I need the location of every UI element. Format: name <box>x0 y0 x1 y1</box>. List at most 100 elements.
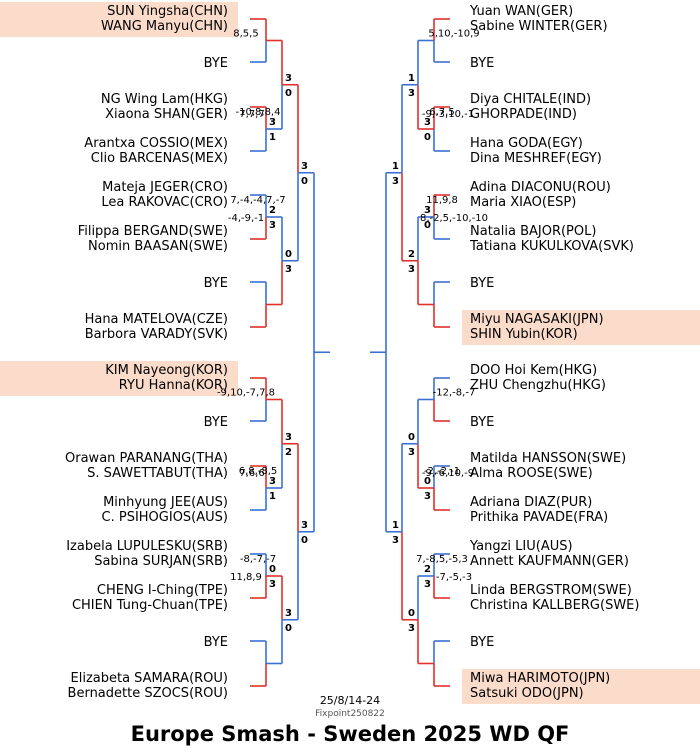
player-name: Annett KAUFMANN(GER) <box>470 554 629 569</box>
player-name: SHIN Yubin(KOR) <box>470 327 578 342</box>
r2-scores: 8,-2,5,-10,-10 <box>420 213 488 224</box>
r2-match-games: 0 <box>408 608 415 619</box>
r2-scores: -4,-9,-1 <box>228 213 264 224</box>
r1-scores: 6,8,-8,5 <box>239 466 278 477</box>
r2-match-games: 1 <box>408 73 415 84</box>
player-name: RYU Hanna(KOR) <box>119 378 228 393</box>
bracket-lines <box>250 18 450 687</box>
player-name: Adina DIACONU(ROU) <box>470 180 611 195</box>
bye-label: BYE <box>470 635 494 650</box>
r2-scores: -7,-5,-3 <box>436 572 472 583</box>
r1-match-games: 3 <box>424 579 431 590</box>
r2-scores: -9,10,-7,7,8 <box>217 388 275 399</box>
r1-match-games: 3 <box>269 220 276 231</box>
r1-match-games: 0 <box>424 132 431 143</box>
seed-highlight <box>462 310 700 345</box>
r1-scores: 7,-8,5,-5,3 <box>416 554 468 565</box>
player-name: Linda BERGSTROM(SWE) <box>470 583 632 598</box>
r1-match-games: 0 <box>424 220 431 231</box>
r2-match-games: 0 <box>285 623 292 634</box>
r1-match-games: 3 <box>424 117 431 128</box>
r2-match-games: 3 <box>408 88 415 99</box>
r2-scores: 11,8,9 <box>230 572 262 583</box>
player-name: Miyu NAGASAKI(JPN) <box>470 312 604 327</box>
bye-label: BYE <box>470 415 494 430</box>
player-name: Bernadette SZOCS(ROU) <box>68 686 228 701</box>
seed-highlight <box>0 2 238 37</box>
player-name: Satsuki ODO(JPN) <box>470 686 584 701</box>
player-name: Arantxa COSSIO(MEX) <box>84 136 228 151</box>
player-name: Diya CHITALE(IND) <box>470 92 591 107</box>
player-name: Natalia BAJOR(POL) <box>470 224 596 239</box>
r1-match-games: 3 <box>424 205 431 216</box>
r3-match-games: 3 <box>301 520 308 531</box>
r1-match-games: 3 <box>424 491 431 502</box>
date-label: 25/8/14-24 <box>319 694 381 707</box>
player-name: Orawan PARANANG(THA) <box>65 451 228 466</box>
player-name: Christina KALLBERG(SWE) <box>470 598 639 613</box>
bye-label: BYE <box>204 415 228 430</box>
player-name: CHENG I-Ching(TPE) <box>97 583 228 598</box>
player-name: Hana GODA(EGY) <box>470 136 583 151</box>
player-name: Clio BARCENAS(MEX) <box>91 151 228 166</box>
page-title: Europe Smash - Sweden 2025 WD QF <box>130 722 570 746</box>
seed-highlight <box>0 361 238 396</box>
player-name: CHIEN Tung-Chuan(TPE) <box>72 598 228 613</box>
r2-match-games: 2 <box>285 447 292 458</box>
r1-match-games: 0 <box>424 476 431 487</box>
r3-match-games: 0 <box>301 176 308 187</box>
r2-match-games: 3 <box>285 432 292 443</box>
r3-match-games: 0 <box>301 535 308 546</box>
player-name: Dina MESHREF(EGY) <box>470 151 602 166</box>
r2-match-games: 3 <box>285 264 292 275</box>
r1-scores: 7,-4,-4,7,-7 <box>230 195 285 206</box>
r2-match-games: 3 <box>408 623 415 634</box>
r1-match-games: 1 <box>269 491 276 502</box>
player-name: C. PSIHOGIOS(AUS) <box>102 510 228 525</box>
player-name: Mateja JEGER(CRO) <box>102 180 228 195</box>
player-name: WANG Manyu(CHN) <box>101 19 228 34</box>
r2-scores: -12,-8,-7 <box>433 388 476 399</box>
player-name: Adriana DIAZ(PUR) <box>470 495 592 510</box>
r3-scores: -9,-3,10,-1 <box>422 109 474 120</box>
r1-match-games: 3 <box>269 476 276 487</box>
r3-match-games: 3 <box>392 176 399 187</box>
seed-highlights <box>0 2 700 704</box>
player-name: Xiaona SHAN(GER) <box>105 107 228 122</box>
player-name: GHORPADE(IND) <box>470 107 577 122</box>
player-name: ZHU Chengzhu(HKG) <box>470 378 606 393</box>
player-name: Lea RAKOVAC(CRO) <box>101 195 228 210</box>
r3-scores: 7,6,6 <box>239 468 264 479</box>
player-name: Miwa HARIMOTO(JPN) <box>470 671 610 686</box>
player-name: SUN Yingsha(CHN) <box>107 4 228 19</box>
player-name: Matilda HANSSON(SWE) <box>470 451 626 466</box>
player-name: Elizabeta SAMARA(ROU) <box>71 671 229 686</box>
r1-match-games: 1 <box>269 132 276 143</box>
player-name: Yangzi LIU(AUS) <box>469 539 573 554</box>
credit-label: Fixpoint250822 <box>315 709 385 719</box>
r2-match-games: 0 <box>408 432 415 443</box>
r1-match-games: 3 <box>269 117 276 128</box>
player-name: Minhyung JEE(AUS) <box>103 495 228 510</box>
r2-scores: 5,10,-10,9 <box>428 29 479 40</box>
r3-scores: 7,7,7 <box>239 109 264 120</box>
r2-match-games: 3 <box>408 264 415 275</box>
r1-match-games: 3 <box>269 579 276 590</box>
r3-match-games: 1 <box>392 520 399 531</box>
player-name: Sabina SURJAN(SRB) <box>94 554 228 569</box>
r2-scores: 8,5,5 <box>233 29 258 40</box>
r2-match-games: 2 <box>408 249 415 260</box>
r2-match-games: 0 <box>285 88 292 99</box>
r1-scores: -8,-7,-7 <box>240 554 276 565</box>
seed-highlight <box>462 669 700 704</box>
r2-match-games: 3 <box>285 608 292 619</box>
r1-match-games: 2 <box>424 564 431 575</box>
r2-match-games: 3 <box>408 447 415 458</box>
r1-scores: 6,7,5 <box>429 107 454 118</box>
r3-match-games: 3 <box>301 161 308 172</box>
r3-scores: -9,-6,10,-9 <box>422 468 474 479</box>
bye-label: BYE <box>204 635 228 650</box>
r1-match-games: 0 <box>269 564 276 575</box>
player-name: Sabine WINTER(GER) <box>470 19 608 34</box>
